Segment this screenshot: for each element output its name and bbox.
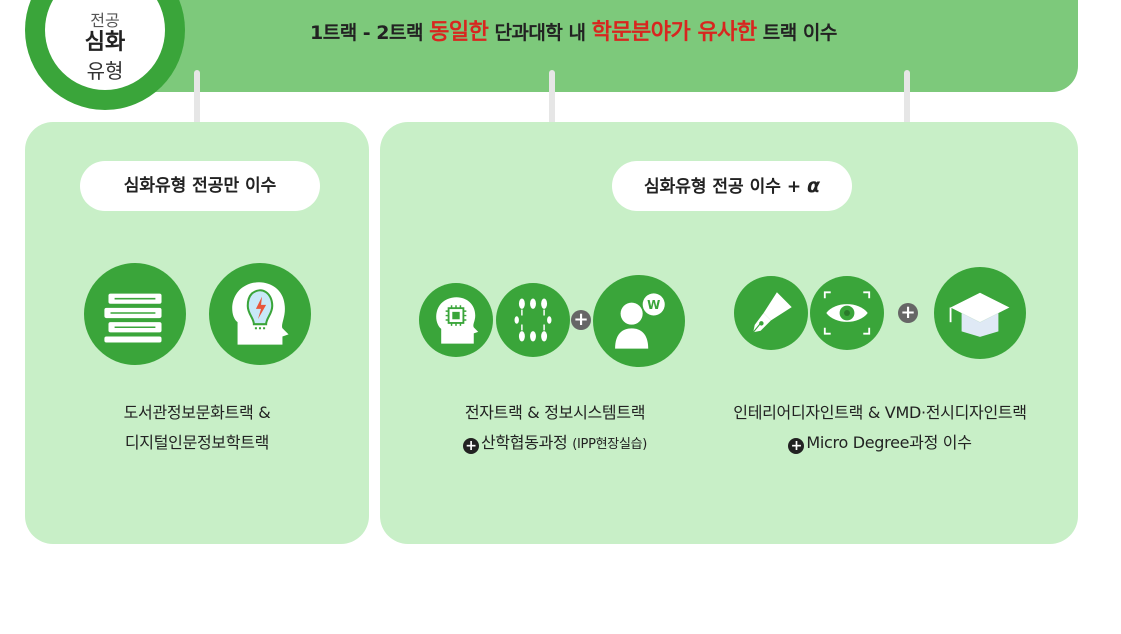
banner-highlight-same: 동일한 (429, 20, 489, 45)
header-banner (130, 0, 1078, 92)
left-card-pill: 심화유형 전공만 이수 (80, 161, 320, 211)
group-1-caption-line-1: 전자트랙 & 정보시스템트랙 (464, 403, 646, 422)
banner-text-2: 단과대학 내 (488, 22, 592, 44)
banner-highlight-similar: 학문분야가 유사한 (591, 20, 758, 45)
right-pill-label: 심화유형 전공 이수 + (643, 177, 807, 197)
banner-text-3: 트랙 이수 (756, 22, 838, 44)
plus-circle-icon-2: + (788, 438, 805, 454)
chip-head-icon (419, 283, 493, 357)
badge-line-2: 심화 (84, 30, 126, 55)
group-1-caption-line-2: +산학협동과정 (IPP현장실습) (380, 428, 730, 460)
books-icon (84, 263, 186, 365)
group-1-caption-small: (IPP현장실습) (572, 437, 648, 452)
connector-left (194, 70, 200, 144)
right-card-pill: 심화유형 전공 이수 + α (612, 161, 852, 211)
left-caption-line-1: 도서관정보문화트랙 & (123, 403, 271, 422)
circuit-icon (496, 283, 570, 357)
person-speech-icon: W (593, 275, 685, 367)
pen-nib-icon (734, 276, 808, 350)
group-1-caption-text: 산학협동과정 (480, 433, 573, 452)
badge-line-3: 유형 (86, 59, 124, 83)
group-2-caption-text: Micro Degree과정 이수 (806, 433, 972, 452)
banner-description: 1트랙 - 2트랙 동일한 단과대학 내 학문분야가 유사한 트랙 이수 (310, 14, 837, 46)
idea-head-icon (209, 263, 311, 365)
group-2-caption-line-2: +Micro Degree과정 이수 (705, 428, 1055, 458)
alpha-symbol: α (806, 175, 821, 197)
badge-line-1: 전공 (90, 11, 120, 30)
group-2-caption-line-1: 인테리어디자인트랙 & VMD·전시디자인트랙 (733, 403, 1027, 422)
plus-icon: + (571, 310, 591, 330)
connector-middle (549, 70, 555, 144)
type-badge: 전공 심화 유형 (25, 0, 185, 110)
plus-circle-icon: + (462, 438, 479, 454)
eye-icon (810, 276, 884, 350)
banner-text-1: 1트랙 - 2트랙 (310, 22, 430, 44)
plus-icon-2: + (898, 303, 918, 323)
connector-right (904, 70, 910, 144)
svg-text:W: W (647, 298, 660, 312)
left-caption-line-2: 디지털인문정보학트랙 (124, 433, 270, 452)
group-2-caption: 인테리어디자인트랙 & VMD·전시디자인트랙 +Micro Degree과정 … (705, 398, 1055, 458)
group-1-caption: 전자트랙 & 정보시스템트랙 +산학협동과정 (IPP현장실습) (380, 398, 730, 460)
mortarboard-icon (934, 267, 1026, 359)
left-card-caption: 도서관정보문화트랙 & 디지털인문정보학트랙 (25, 398, 369, 458)
type-badge-inner: 전공 심화 유형 (45, 0, 165, 90)
